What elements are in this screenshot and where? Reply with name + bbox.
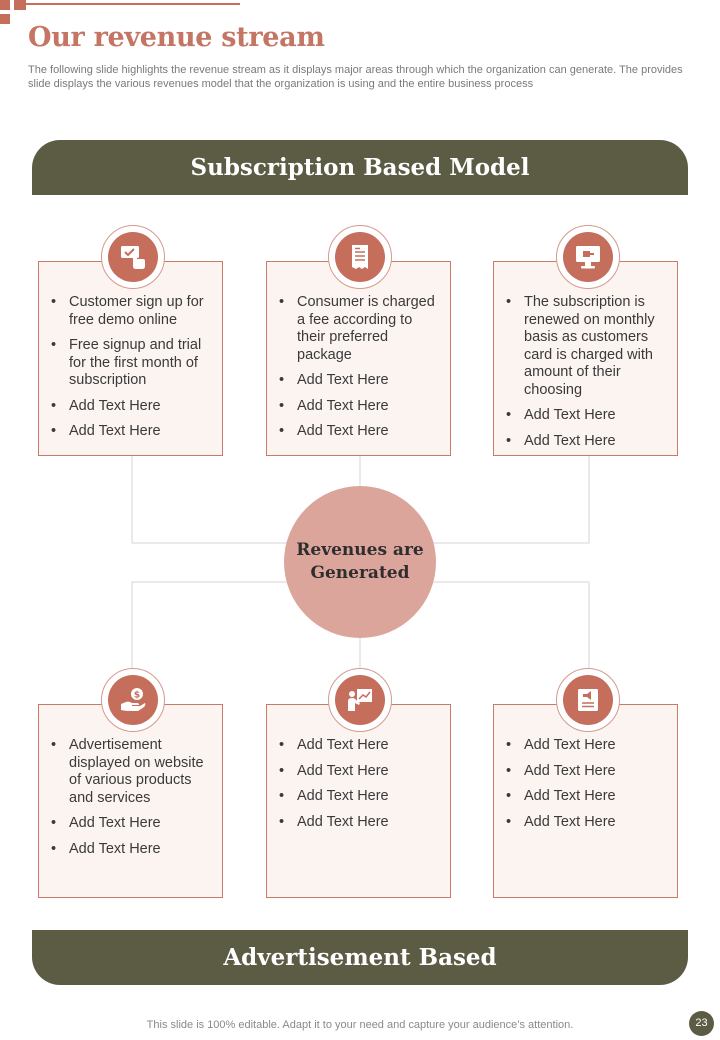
monitor-icon [576,246,600,269]
subscription-card-1: Customer sign up for free demo online Fr… [38,261,223,456]
list-item: Add Text Here [279,788,440,806]
footer-note: This slide is 100% editable. Adapt it to… [146,1019,574,1031]
list-item: Add Text Here [506,788,667,806]
card-icon-holder [556,225,620,289]
card-icon-holder [101,225,165,289]
list-item: Customer sign up for free demo online [51,294,212,329]
svg-text:$: $ [134,691,140,701]
page-subtitle: The following slide highlights the reven… [28,64,683,90]
advertisement-card-1: Advertisement displayed on website of va… [38,704,223,898]
card-icon-holder [328,668,392,732]
advertisement-banner: Advertisement Based [32,930,688,985]
subscription-card-3: The subscription is renewed on monthly b… [493,261,678,456]
list-item: Free signup and trial for the first mont… [51,337,212,390]
corner-decoration [0,0,10,10]
list-item: Add Text Here [506,814,667,832]
subscription-card-2: Consumer is charged a fee according to t… [266,261,451,456]
list-item: Consumer is charged a fee according to t… [279,294,440,364]
connector-line [428,456,590,544]
advertisement-card-3: Add Text Here Add Text Here Add Text Her… [493,704,678,898]
list-item: The subscription is renewed on monthly b… [506,294,667,399]
list-item: Add Text Here [51,398,212,416]
list-item: Add Text Here [506,433,667,451]
megaphone-icon [578,689,598,711]
hub-label: Revenues are Generated [296,540,424,583]
connector-line [428,581,590,704]
list-item: Add Text Here [279,423,440,441]
advertisement-card-2: Add Text Here Add Text Here Add Text Her… [266,704,451,898]
list-item: Add Text Here [279,737,440,755]
list-item: Add Text Here [279,372,440,390]
list-item: Add Text Here [51,815,212,833]
connector-line [131,456,292,544]
invoice-icon [352,245,368,269]
list-item: Add Text Here [279,398,440,416]
card-icon-holder [328,225,392,289]
list-item: Add Text Here [51,841,212,859]
list-item: Add Text Here [51,423,212,441]
connector-line [131,581,292,704]
page-title: Our revenue stream [28,22,325,53]
list-item: Add Text Here [279,763,440,781]
list-item: Add Text Here [506,407,667,425]
subscription-banner: Subscription Based Model [32,140,688,195]
list-item: Add Text Here [279,814,440,832]
corner-decoration [14,0,26,10]
card-icon-holder [556,668,620,732]
corner-line [26,3,240,5]
demo-click-icon [121,246,145,269]
revenue-hub: Revenues are Generated [284,486,436,638]
presentation-icon [348,689,372,711]
list-item: Advertisement displayed on website of va… [51,737,212,807]
hand-money-icon: $ [121,688,146,711]
page-number-badge: 23 [689,1011,714,1036]
list-item: Add Text Here [506,763,667,781]
corner-decoration [0,14,10,24]
card-icon-holder: $ [101,668,165,732]
list-item: Add Text Here [506,737,667,755]
